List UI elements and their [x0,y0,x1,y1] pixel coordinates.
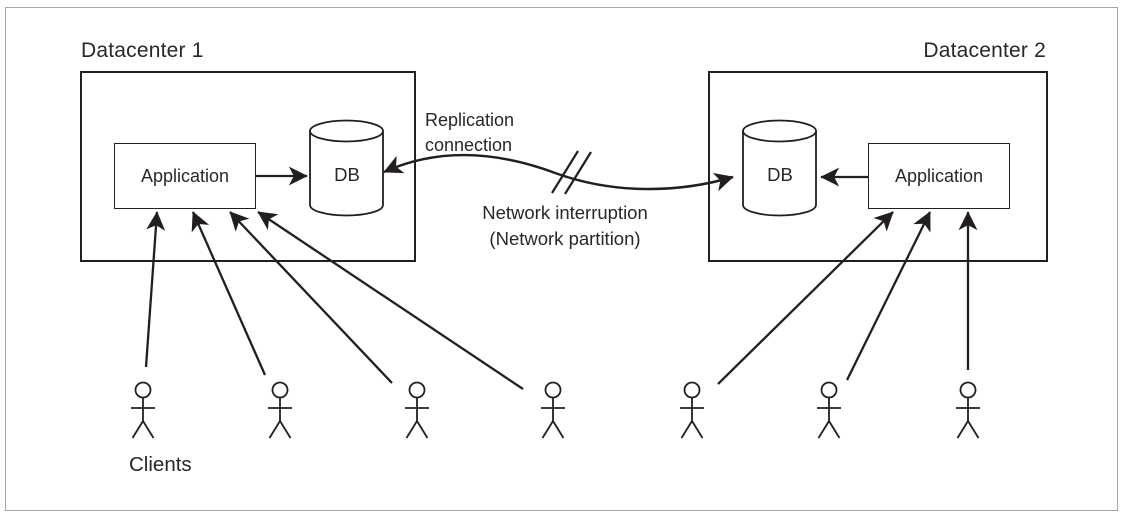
client-figure-icon [540,381,566,439]
network-break-icon [551,150,592,195]
network-interruption-label: Network interruption (Network partition) [445,200,685,252]
datacenter1-title: Datacenter 1 [81,39,204,62]
replication-connection-line [383,153,734,192]
client-figure-icon [130,381,156,439]
network-interruption-line1: Network interruption [482,202,648,223]
client-figure-icon [816,381,842,439]
client4-arrow [257,211,524,390]
client-figure-icon [404,381,430,439]
clients-label: Clients [129,453,192,476]
datacenter2-application-label: Application [894,165,984,186]
client1-arrow [144,211,166,368]
datacenter2-application-box [868,143,1010,209]
datacenter2-db-cylinder-icon [742,119,817,217]
client-figure-icon [955,381,981,439]
client2-arrow [191,211,267,376]
replication-connection-label: Replication connection [425,108,514,158]
datacenter1-db-label: DB [334,164,360,185]
client3-arrow [229,211,393,384]
datacenter1-db-cylinder-icon [309,119,384,217]
network-interruption-line2: (Network partition) [489,228,641,249]
replication-label-line2: connection [425,135,513,155]
client5-arrow [717,211,894,385]
datacenter2-title: Datacenter 2 [923,39,1046,62]
datacenter2-db-label: DB [767,164,793,185]
client6-arrow [845,211,932,381]
client-figure-icon [267,381,293,439]
datacenter1-application-box [114,143,256,209]
datacenter1-application-label: Application [140,165,230,186]
replication-label-line1: Replication [425,110,515,130]
client-figure-icon [679,381,705,439]
